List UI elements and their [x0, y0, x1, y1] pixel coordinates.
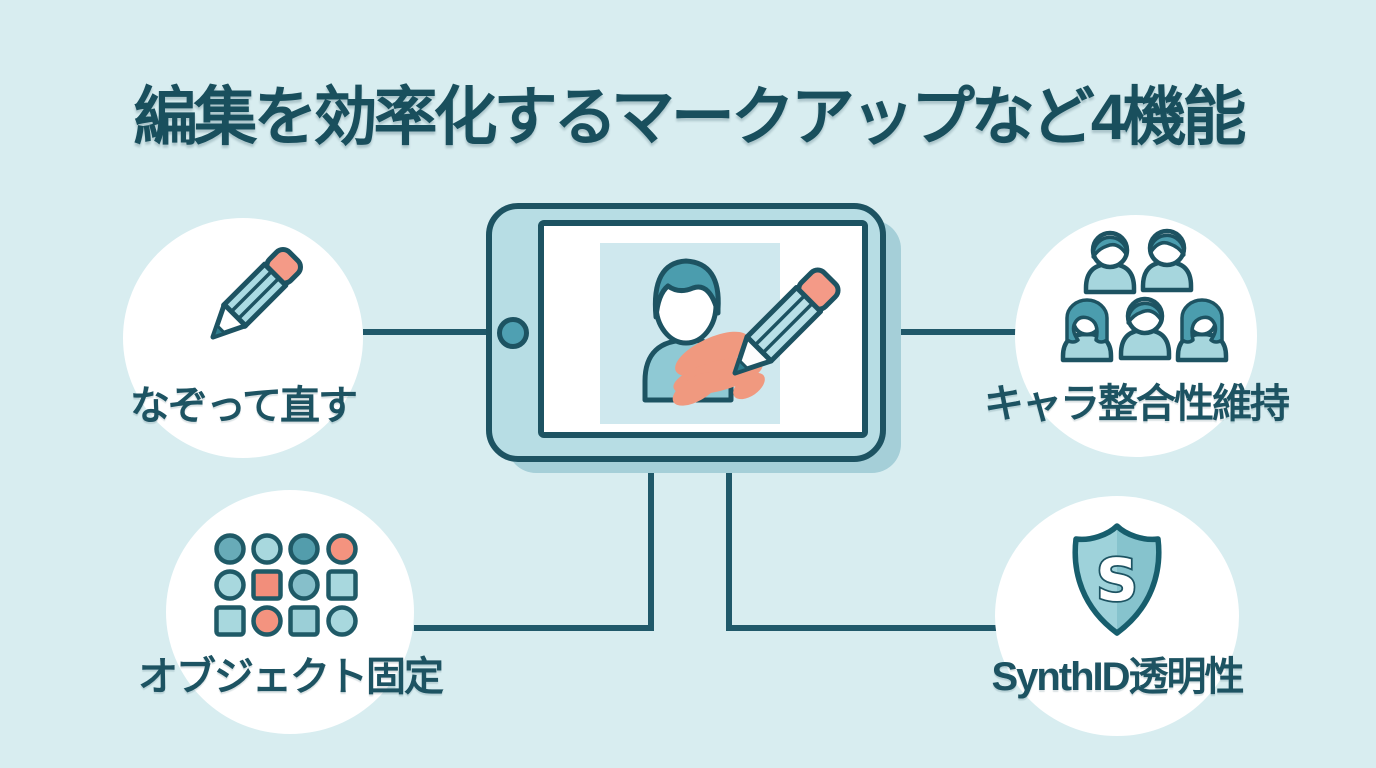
person-icon [1140, 228, 1194, 293]
connector-bottom-left [414, 458, 654, 631]
shapes-grid-icon [214, 533, 358, 637]
tablet-illustration [486, 203, 886, 462]
tablet-screen [538, 220, 868, 438]
person-icon [1175, 298, 1229, 363]
feature-object-lock: オブジェクト固定 [138, 490, 444, 734]
pencil-icon [732, 267, 841, 376]
feature-label-synthid-transparency: SynthID透明性 [991, 655, 1244, 699]
person-icon [1060, 298, 1114, 363]
feature-label-object-lock: オブジェクト固定 [138, 655, 444, 699]
shield-s-icon: S [1072, 523, 1162, 636]
feature-trace-fix: なぞって直す [123, 218, 363, 458]
page-title: 編集を効率化するマークアップなど4機能 [133, 81, 1246, 153]
shield-letter: S [1096, 546, 1138, 614]
person-icon [1083, 230, 1137, 295]
people-group-icon [1060, 228, 1229, 363]
person-hair [652, 258, 721, 320]
person-icon [1118, 296, 1172, 361]
connector-bottom-right [726, 458, 998, 631]
feature-synthid-transparency: S SynthID透明性 [991, 496, 1245, 736]
pencil-icon [210, 247, 303, 340]
feature-label-trace-fix: なぞって直す [130, 384, 358, 428]
home-button-icon [497, 316, 529, 349]
feature-label-character-consistency: キャラ整合性維持 [984, 382, 1290, 426]
person-editing-illustration [642, 258, 841, 406]
feature-character-consistency: キャラ整合性維持 [984, 215, 1290, 457]
